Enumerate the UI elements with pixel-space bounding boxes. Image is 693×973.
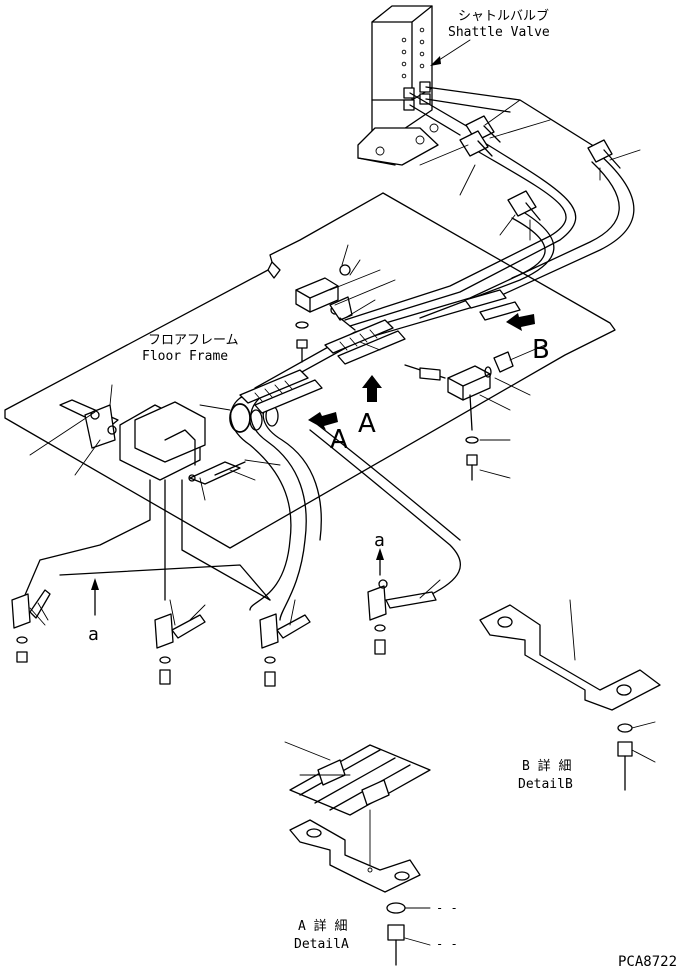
lower-bracket-3: [259, 599, 311, 687]
view-arrows: [308, 313, 535, 430]
lower-bracket-1: [11, 589, 51, 663]
right-block: [404, 344, 546, 481]
detail-a-dash-1: - -: [436, 901, 458, 915]
clamp-strips: [239, 289, 521, 414]
relay-block: [295, 244, 396, 363]
arrow-a-up-label: A: [358, 409, 376, 439]
arrow-a-left-label: A: [330, 425, 348, 455]
detail-a-dash-2: - -: [436, 937, 458, 951]
lower-bracket-2: [154, 599, 206, 685]
hose-bundle: [254, 99, 641, 396]
point-a-upper-label: a: [374, 530, 385, 551]
detail-a-label-en: DetailA: [294, 937, 349, 952]
arrow-a-lower: [91, 578, 99, 616]
detail-b-label-en: DetailB: [518, 777, 573, 792]
detail-a-label-jp: A 詳 細: [298, 918, 347, 934]
arrow-a-left: [308, 412, 338, 430]
shuttle-valve-label-jp: シャトルバルブ: [458, 8, 549, 24]
detail-a-clamp: [284, 741, 431, 966]
hose-loop: [229, 389, 462, 621]
floor-frame-label-en: Floor Frame: [142, 349, 228, 364]
arrow-b: [506, 313, 535, 331]
detail-b-bracket: [479, 599, 661, 791]
left-bracket-assembly: [24, 384, 281, 601]
arrow-a-up: [362, 375, 382, 402]
point-a-lower-label: a: [88, 624, 99, 645]
shuttle-valve: [357, 5, 601, 166]
arrow-b-label: B: [532, 335, 550, 365]
floor-frame-plate: [4, 192, 616, 549]
lower-bracket-4: [367, 548, 441, 655]
floor-frame-label-jp: フロアフレーム: [148, 333, 239, 348]
detail-b-label-jp: B 詳 細: [522, 758, 571, 774]
shuttle-valve-label-en: Shattle Valve: [448, 25, 550, 40]
drawing-number: PCA8722: [618, 954, 677, 970]
